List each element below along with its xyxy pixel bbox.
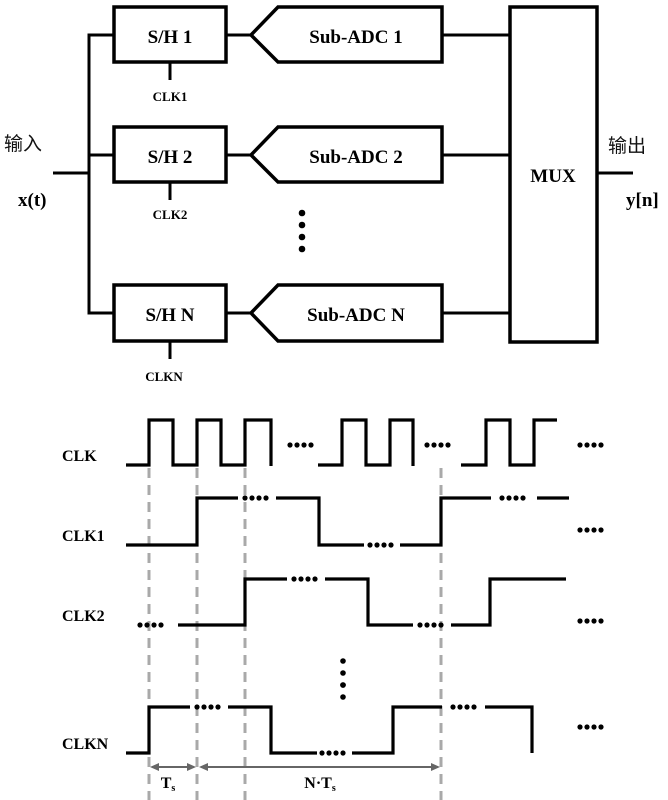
ellipsis-icon bbox=[287, 442, 604, 448]
block-diagram: 输入 x(t) S/H 1 CLK1 Sub-ADC 1 S/H 2 CLK2 … bbox=[4, 5, 659, 384]
waveform-clk2 bbox=[137, 576, 604, 628]
input-label: 输入 bbox=[4, 133, 42, 155]
channel-n: S/H N CLKN Sub-ADC N bbox=[112, 283, 510, 384]
signal-ellipsis-icon bbox=[340, 658, 346, 700]
waveform-clk bbox=[126, 418, 557, 467]
mux-block bbox=[508, 5, 599, 344]
signal-label-clk1: CLK1 bbox=[62, 528, 105, 545]
sh-label-1: S/H 1 bbox=[148, 27, 193, 48]
sub-adc-label-2: Sub-ADC 2 bbox=[309, 147, 402, 168]
channel-ellipsis-icon bbox=[298, 209, 306, 253]
sub-adc-label-1: Sub-ADC 1 bbox=[309, 27, 402, 48]
waveform-clkn bbox=[126, 704, 604, 756]
signal-label-clk: CLK bbox=[62, 448, 97, 465]
sh-label-2: S/H 2 bbox=[148, 147, 193, 168]
output-label: 输出 bbox=[608, 135, 646, 157]
waveform-clk1 bbox=[126, 495, 604, 548]
signal-label-clkn: CLKN bbox=[62, 736, 109, 753]
clk-label-n: CLKN bbox=[145, 369, 183, 384]
span-label: N·Ts bbox=[304, 775, 336, 794]
output-signal-label: y[n] bbox=[626, 190, 659, 211]
sh-label-n: S/H N bbox=[145, 305, 194, 326]
channel-1: S/H 1 CLK1 Sub-ADC 1 bbox=[112, 5, 510, 104]
mux-label: MUX bbox=[530, 166, 576, 187]
input-bus bbox=[87, 33, 114, 315]
clk-label-1: CLK1 bbox=[153, 89, 188, 104]
channel-2: S/H 2 CLK2 Sub-ADC 2 bbox=[112, 125, 510, 222]
signal-label-clk2: CLK2 bbox=[62, 608, 105, 625]
sub-adc-label-n: Sub-ADC N bbox=[307, 305, 405, 326]
period-arrow bbox=[150, 763, 196, 771]
clk-label-2: CLK2 bbox=[153, 207, 188, 222]
period-label: Ts bbox=[161, 775, 176, 794]
sh-block-2 bbox=[112, 125, 228, 184]
input-signal-label: x(t) bbox=[18, 190, 46, 211]
span-arrow bbox=[199, 763, 440, 771]
timing-diagram: CLK CLK1 CLK2 CLKN bbox=[62, 418, 604, 800]
